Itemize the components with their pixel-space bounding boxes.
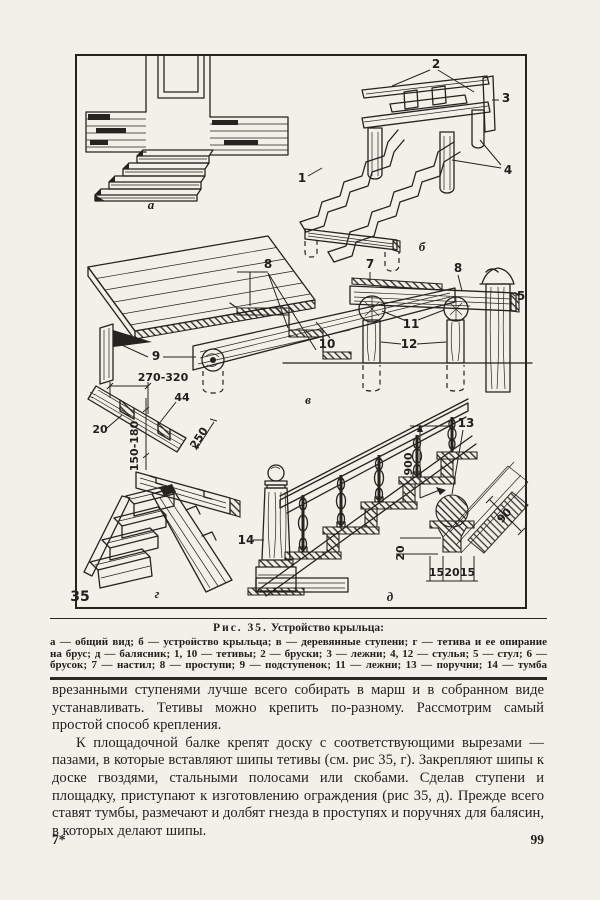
part-label-2: 2 [432, 57, 440, 71]
part-label-1: 1 [298, 171, 306, 185]
dim-run: 270-320 [138, 371, 189, 384]
dim-edge: 20 [92, 423, 108, 436]
handrail-section: 13 90 20 15 20 15 [394, 416, 529, 582]
part-label-3: 3 [502, 91, 510, 105]
signature-mark: 7* [52, 832, 66, 847]
figure-caption: Рис. 35. Устройство крыльца: а — общий в… [50, 618, 547, 680]
dim-tenon: 20 [394, 545, 407, 561]
body-text: врезанными ступенями лучше всего собират… [52, 682, 544, 840]
baluster [335, 475, 347, 528]
dim-board: 250 [187, 425, 211, 452]
body-paragraph: врезанными ступенями лучше всего собират… [52, 682, 544, 734]
figure-number: 35 [70, 589, 89, 605]
caption-line: брусок; 7 — настил; 8 — проступи; 9 — по… [50, 659, 547, 672]
figure-box [75, 54, 527, 609]
dim-rise: 150-180 [128, 420, 141, 471]
caption-title: Рис. 35. Устройство крыльца: [50, 622, 547, 635]
drawing-v-wooden-steps: 7 8 8 9 10 11 12 5 в [87, 235, 533, 407]
part-label-5: 5 [517, 289, 525, 303]
baluster [297, 495, 309, 553]
caption-title-text: Устройство крыльца: [270, 622, 384, 634]
drawing-d-balustrade: 14 900 д [238, 398, 478, 604]
caption-line: на брус; д — балясник; 1, 10 — тетивы; 2… [50, 647, 547, 660]
caption-line: а — общий вид; б — устройство крыльца; в… [50, 636, 547, 648]
baluster [447, 417, 457, 452]
page-footer: 99 7* [52, 832, 544, 848]
part-label-8b: 8 [454, 261, 462, 275]
baluster [373, 455, 385, 503]
sub-label-d: д [387, 589, 394, 604]
sub-label-v: в [305, 392, 311, 407]
drawing-a-porch-general-view: а [85, 55, 289, 212]
part-label-10: 10 [319, 337, 336, 351]
dim-15a: 15 [429, 566, 444, 579]
dim-20: 20 [444, 566, 460, 579]
part-label-13: 13 [458, 416, 475, 430]
sub-label-b: б [419, 239, 426, 254]
part-label-14: 14 [238, 533, 255, 547]
part-label-8: 8 [264, 257, 272, 271]
part-label-4: 4 [504, 163, 512, 177]
dim-notch: 44 [174, 391, 190, 404]
part-label-7: 7 [366, 257, 374, 271]
body-paragraph: К площадочной балке крепят доску с соотв… [52, 734, 544, 839]
page-number: 99 [530, 832, 545, 847]
part-label-12: 12 [401, 337, 418, 351]
dim-height: 900 [402, 452, 415, 475]
dim-15b: 15 [460, 566, 475, 579]
part-label-9: 9 [152, 349, 160, 363]
stringer-detail: 270-320 44 20 150-180 250 [87, 371, 218, 471]
sub-label-g: г [155, 586, 160, 601]
drawing-b-porch-frame: 2 3 4 1 б [298, 57, 512, 272]
figure-illustration: а 2 3 4 1 б [70, 54, 533, 609]
caption-figure-ref: Рис. 35. [213, 622, 268, 634]
part-label-11: 11 [403, 317, 420, 331]
sub-label-a: а [148, 197, 155, 212]
drawing-g-flight-on-beam: г 35 [70, 471, 241, 605]
